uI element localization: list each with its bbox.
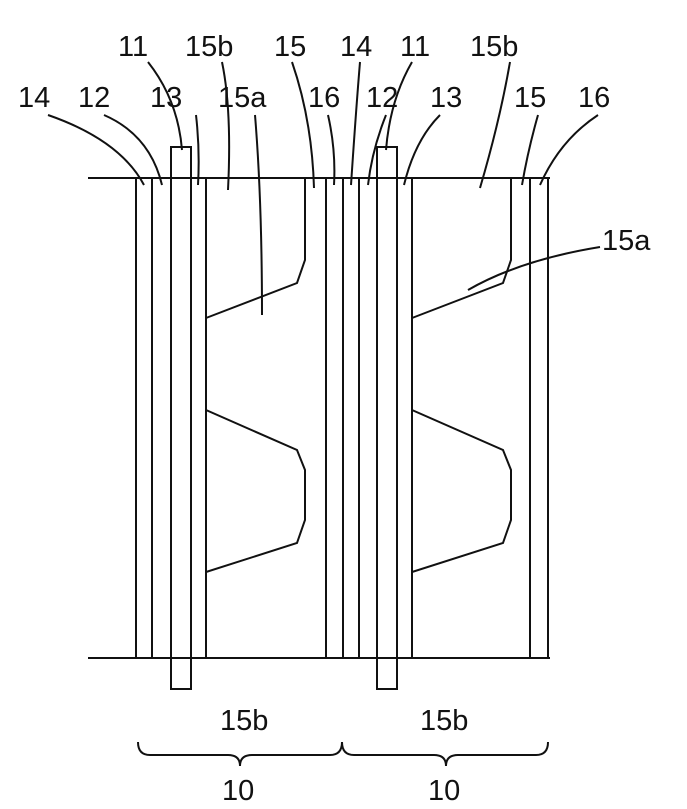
layer-12-mid <box>359 178 377 658</box>
label-16-right: 16 <box>578 82 610 114</box>
label-15b-bottom-left: 15b <box>220 705 268 737</box>
brace-cell-left <box>138 742 342 766</box>
label-15a-left: 15a <box>218 82 267 114</box>
layer-12-left <box>152 178 171 658</box>
label-15b-top-right: 15b <box>470 31 518 63</box>
label-13-left: 13 <box>150 82 182 114</box>
label-15a-right: 15a <box>602 225 651 257</box>
membrane-11-left <box>171 147 191 689</box>
label-15-left: 15 <box>274 31 306 63</box>
separator-15-right <box>412 178 530 658</box>
label-14-mid: 14 <box>340 31 372 63</box>
label-13-right: 13 <box>430 82 462 114</box>
label-11-left: 11 <box>118 31 148 63</box>
layer-13-right <box>397 178 412 658</box>
membrane-11-right <box>377 147 397 689</box>
layer-16-left <box>326 178 343 658</box>
layer-16-right <box>530 178 548 658</box>
label-12-mid: 12 <box>366 82 398 114</box>
layer-14-left <box>136 178 152 658</box>
brace-cell-right <box>342 742 548 766</box>
label-10-right: 10 <box>428 775 460 807</box>
label-15b-top-left: 15b <box>185 31 233 63</box>
layer-13-left <box>191 178 206 658</box>
label-10-left: 10 <box>222 775 254 807</box>
layer-14-mid <box>343 178 359 658</box>
label-11-right: 11 <box>400 31 430 63</box>
label-12-left: 12 <box>78 82 110 114</box>
label-14-left: 14 <box>18 82 50 114</box>
label-15b-bottom-right: 15b <box>420 705 468 737</box>
label-15-right: 15 <box>514 82 546 114</box>
label-16-left: 16 <box>308 82 340 114</box>
separator-15-left <box>206 178 326 658</box>
